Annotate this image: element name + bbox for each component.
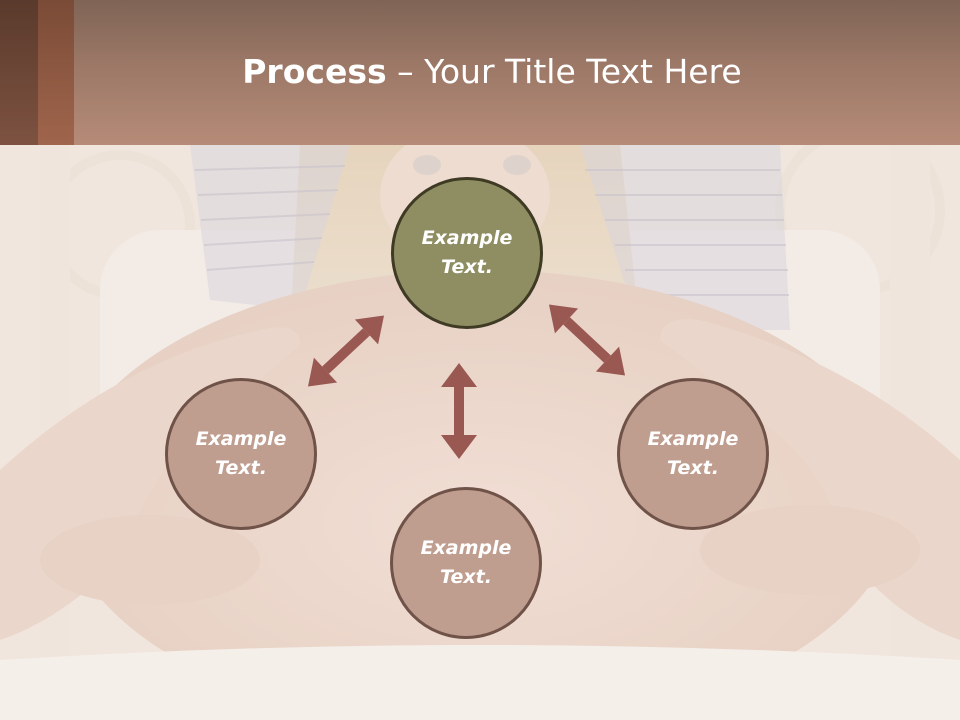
right-node: Example Text.	[617, 378, 769, 530]
center-node: Example Text.	[391, 177, 543, 329]
title-bar: Process – Your Title Text Here	[0, 0, 960, 145]
title-rest: – Your Title Text Here	[386, 52, 742, 91]
right-node-label: Example Text.	[647, 428, 739, 479]
left-node: Example Text.	[165, 378, 317, 530]
title-bold: Process	[242, 52, 387, 91]
header-accent-stripe	[0, 0, 38, 145]
header-accent-stripe	[38, 0, 74, 145]
slide-title: Process – Your Title Text Here	[0, 52, 960, 91]
bottom-node-label: Example Text.	[420, 537, 512, 588]
left-node-label: Example Text.	[195, 428, 287, 479]
bottom-node: Example Text.	[390, 487, 542, 639]
center-node-label: Example Text.	[421, 227, 513, 278]
